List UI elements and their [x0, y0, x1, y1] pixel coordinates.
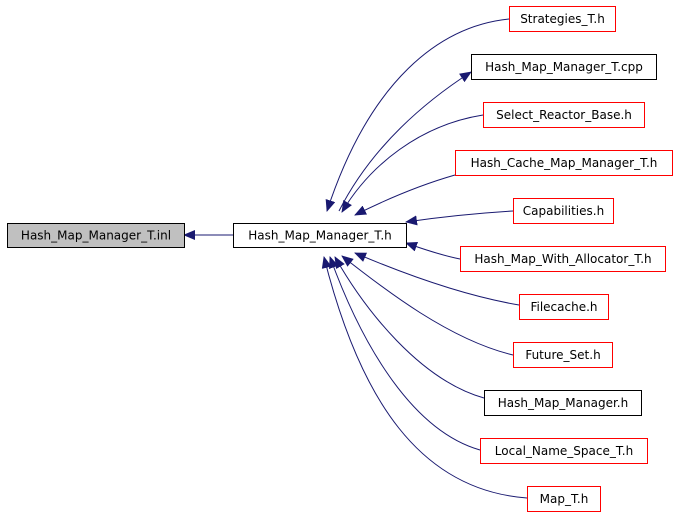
node-box[interactable] — [460, 246, 666, 272]
node-label: Hash_Map_Manager_T.inl — [21, 229, 171, 243]
node-label: Hash_Map_With_Allocator_T.h — [474, 252, 651, 266]
edge-future — [341, 255, 514, 356]
node-inl[interactable]: Hash_Map_Manager_T.inl — [7, 223, 185, 248]
node-box[interactable] — [513, 198, 614, 224]
node-label: Hash_Map_Manager.h — [498, 396, 628, 410]
edge-map — [321, 256, 528, 499]
node-box[interactable] — [480, 438, 648, 464]
node-cpp[interactable]: Hash_Map_Manager_T.cpp — [471, 54, 657, 80]
edge-alloc — [405, 241, 461, 260]
node-alloc[interactable]: Hash_Map_With_Allocator_T.h — [460, 246, 666, 272]
node-box[interactable] — [513, 342, 613, 368]
nodes: Hash_Map_Manager_T.inl Hash_Map_Manager_T… — [7, 6, 673, 512]
node-box[interactable] — [483, 102, 645, 128]
node-select[interactable]: Select_Reactor_Base.h — [483, 102, 645, 128]
node-box[interactable] — [455, 150, 673, 176]
node-box[interactable] — [233, 223, 407, 248]
node-label: Strategies_T.h — [520, 12, 605, 26]
node-box[interactable] — [471, 54, 657, 80]
node-h[interactable]: Hash_Map_Manager_T.h — [233, 223, 407, 248]
edges — [183, 18, 528, 499]
node-future[interactable]: Future_Set.h — [513, 342, 613, 368]
node-lns[interactable]: Local_Name_Space_T.h — [480, 438, 648, 464]
node-box[interactable] — [484, 390, 642, 416]
edge-cpp — [338, 71, 472, 212]
node-hmm[interactable]: Hash_Map_Manager.h — [484, 390, 642, 416]
edge-cache — [354, 174, 456, 216]
node-label: Select_Reactor_Base.h — [496, 108, 632, 122]
node-label: Future_Set.h — [525, 348, 600, 362]
node-cache[interactable]: Hash_Cache_Map_Manager_T.h — [455, 150, 673, 176]
node-box[interactable] — [519, 294, 609, 320]
edge-filecache — [354, 252, 520, 306]
edge-hmm — [334, 256, 485, 399]
edge-strategies — [325, 18, 510, 212]
node-box[interactable] — [7, 223, 185, 248]
node-map[interactable]: Map_T.h — [527, 486, 601, 512]
edge-caps — [405, 210, 514, 226]
node-label: Hash_Map_Manager_T.h — [248, 229, 391, 243]
edge-lns — [329, 256, 481, 451]
node-box[interactable] — [527, 486, 601, 512]
node-label: Hash_Map_Manager_T.cpp — [485, 60, 643, 74]
node-label: Capabilities.h — [523, 204, 604, 218]
node-label: Map_T.h — [540, 492, 589, 506]
edge-select — [341, 114, 484, 213]
node-label: Local_Name_Space_T.h — [495, 444, 633, 458]
node-label: Hash_Cache_Map_Manager_T.h — [471, 156, 658, 170]
node-caps[interactable]: Capabilities.h — [513, 198, 614, 224]
node-box[interactable] — [509, 6, 616, 32]
node-filecache[interactable]: Filecache.h — [519, 294, 609, 320]
node-label: Filecache.h — [530, 300, 597, 314]
node-strategies[interactable]: Strategies_T.h — [509, 6, 616, 32]
